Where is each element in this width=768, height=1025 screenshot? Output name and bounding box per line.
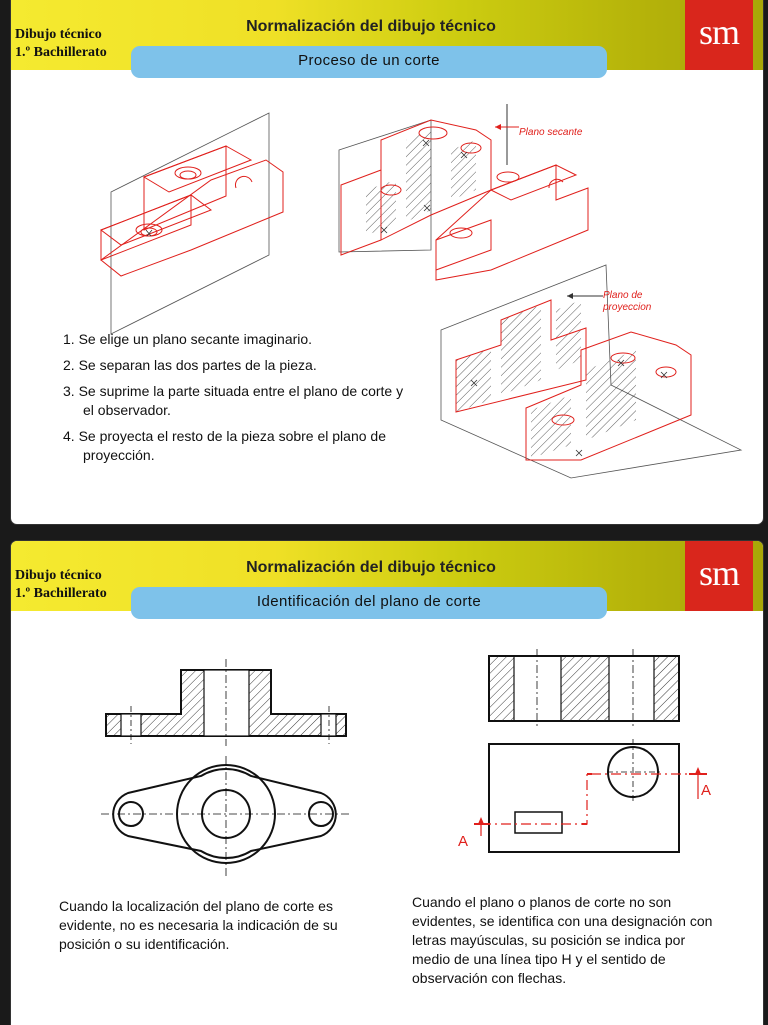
- step-item: 2. Se separan las dos partes de la pieza…: [63, 357, 317, 373]
- subject-line-2: 1.º Bachillerato: [15, 586, 107, 601]
- steps-list: 1. Se elige un plano secante imaginario.…: [63, 330, 408, 472]
- logo-text: sm: [698, 553, 740, 593]
- main-title: Normalización del dibujo técnico: [246, 559, 496, 576]
- subject-line-1: Dibujo técnico: [15, 27, 102, 42]
- subtitle-bar: Identificación del plano de corte: [131, 587, 607, 619]
- text-evident-plane: Cuando la localización del plano de cort…: [59, 898, 338, 952]
- subject-label: Dibujo técnico 1.º Bachillerato: [15, 26, 107, 62]
- evident-section-figure: [101, 659, 351, 876]
- label-a-left: A: [458, 833, 468, 850]
- section-identification-drawings: A A: [101, 649, 711, 876]
- sm-logo: sm: [685, 0, 753, 70]
- slide-identificacion-plano: Dibujo técnico 1.º Bachillerato Normaliz…: [10, 540, 764, 1025]
- sm-logo: sm: [685, 541, 753, 611]
- step-item: 3. Se suprime la parte situada entre el …: [63, 383, 404, 418]
- main-title: Normalización del dibujo técnico: [246, 18, 496, 35]
- subject-line-1: Dibujo técnico: [15, 568, 102, 583]
- text-identified-plane: Cuando el plano o planos de corte no son…: [412, 894, 713, 986]
- label-plano-de: Plano de: [603, 290, 643, 301]
- cut-process-drawings: Plano secante Plano de proyeccion: [99, 104, 743, 479]
- label-a-right: A: [701, 782, 711, 799]
- slide-proceso-corte: Dibujo técnico 1.º Bachillerato Normaliz…: [10, 0, 764, 525]
- separated-parts: Plano secante: [338, 104, 589, 281]
- logo-text: sm: [698, 12, 740, 52]
- subject-label: Dibujo técnico 1.º Bachillerato: [15, 567, 107, 603]
- step-item: 4. Se proyecta el resto de la pieza sobr…: [63, 428, 386, 463]
- subject-line-2: 1.º Bachillerato: [15, 45, 107, 60]
- projection-plane-figure: Plano de proyeccion: [440, 264, 743, 479]
- identified-section-figure: [474, 649, 707, 853]
- label-plano-secante: Plano secante: [519, 127, 583, 138]
- label-proyeccion: proyeccion: [602, 302, 652, 313]
- subtitle-bar: Proceso de un corte: [131, 46, 607, 78]
- step-item: 1. Se elige un plano secante imaginario.: [63, 331, 313, 347]
- piece-with-plane: [99, 112, 284, 335]
